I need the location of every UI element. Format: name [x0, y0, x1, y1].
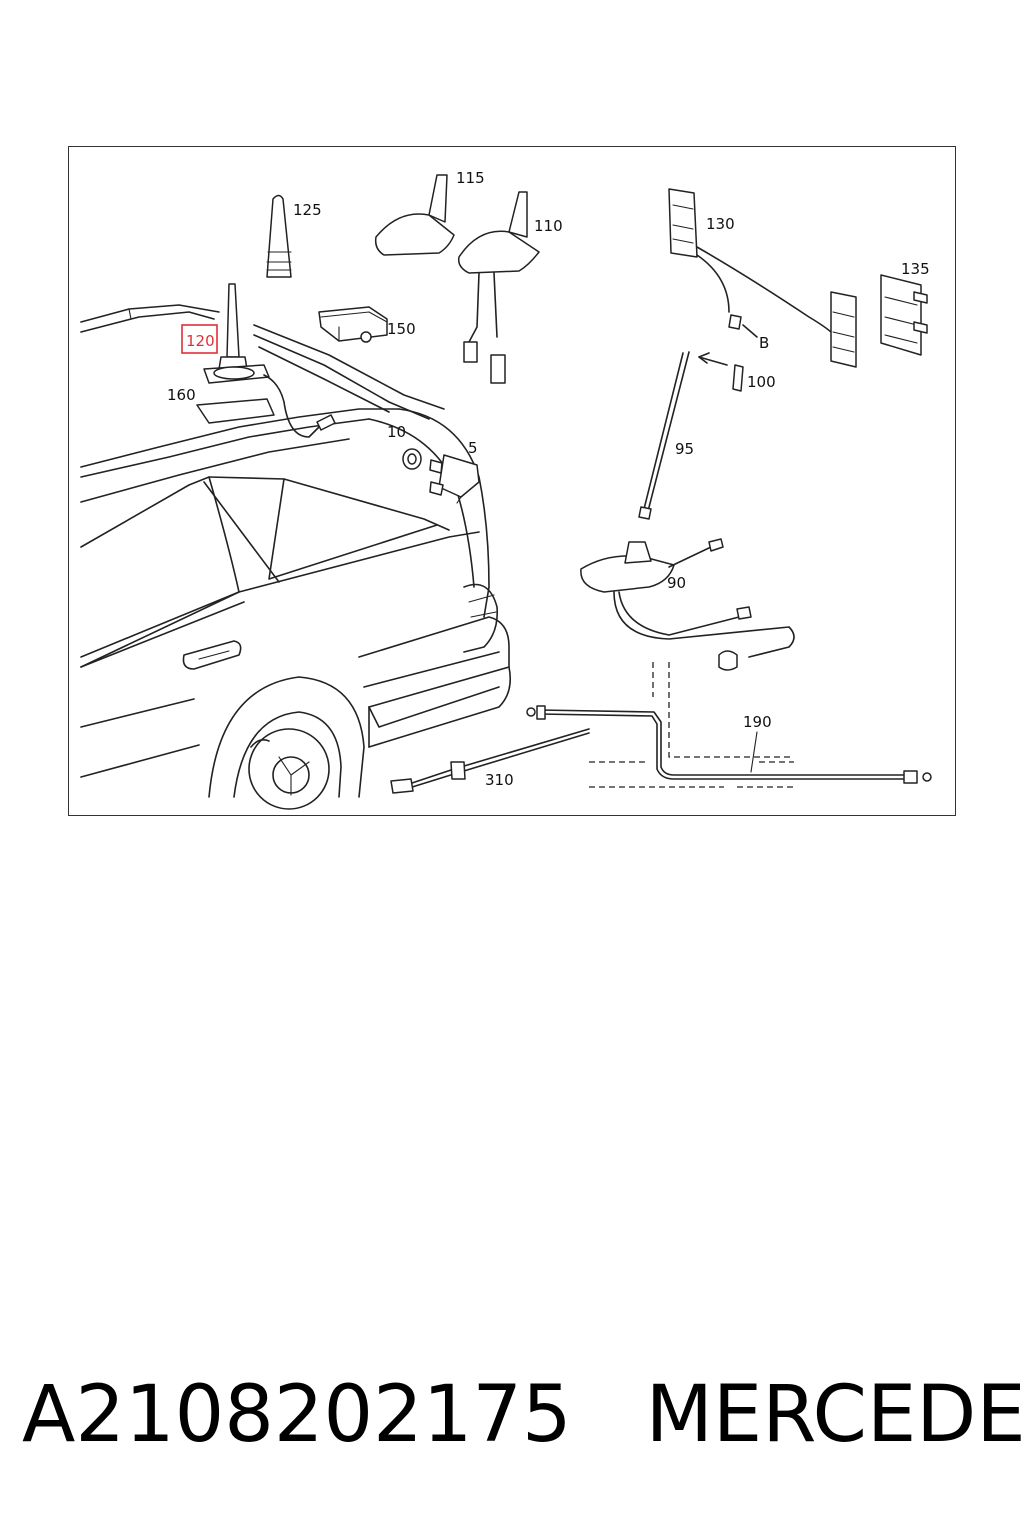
label-310: 310	[485, 771, 514, 789]
pad-160	[196, 398, 275, 424]
cable-310	[390, 728, 590, 794]
label-115: 115	[456, 169, 485, 187]
parts-diagram-frame: 125 115 110 130 135 120 150 160 B 100 10…	[68, 146, 956, 816]
label-160: 160	[167, 386, 196, 404]
label-b: B	[759, 334, 769, 352]
label-5: 5	[468, 439, 478, 457]
parts-diagram: 125 115 110 130 135 120 150 160 B 100 10…	[80, 169, 932, 810]
part-number: A2108202175	[22, 1370, 572, 1460]
connector-5	[429, 454, 480, 504]
grommet-10	[402, 448, 422, 470]
label-10: 10	[387, 423, 406, 441]
cable-190	[526, 662, 932, 788]
label-100: 100	[747, 373, 776, 391]
label-95: 95	[675, 440, 694, 458]
bracket-130	[668, 188, 857, 368]
shark-antenna-110	[457, 191, 540, 384]
label-130: 130	[706, 215, 735, 233]
shark-antenna-115	[374, 174, 455, 256]
stub-antenna-125	[266, 194, 292, 278]
brand-name: MERCEDES	[645, 1370, 1024, 1460]
caption: A2108202175 MERCEDES	[22, 1370, 1024, 1470]
label-110: 110	[534, 217, 563, 235]
rod-antenna-95	[638, 351, 744, 520]
module-150	[318, 306, 388, 343]
highlight-box-120	[181, 324, 218, 354]
car-body-outline	[80, 304, 512, 810]
label-120: 120	[186, 332, 215, 350]
label-150: 150	[387, 320, 416, 338]
label-125: 125	[293, 201, 322, 219]
bracket-135	[880, 274, 928, 356]
label-90: 90	[667, 574, 686, 592]
antenna-base-90	[580, 538, 795, 671]
label-190: 190	[743, 713, 772, 731]
roof-antenna-120	[203, 283, 336, 438]
label-135: 135	[901, 260, 930, 278]
